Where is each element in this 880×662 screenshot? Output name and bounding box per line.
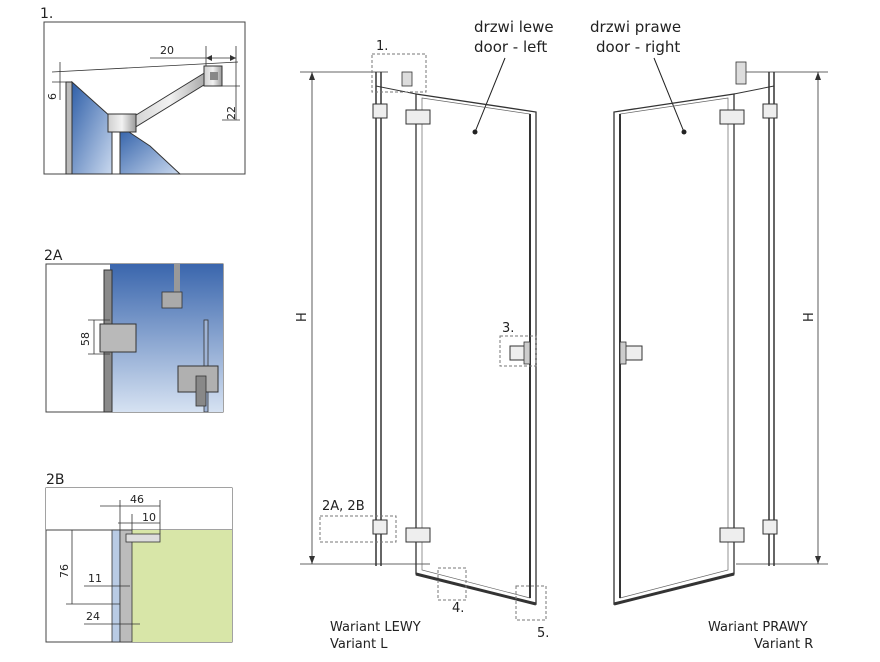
left-door-drawing: drzwi lewe door - left H 1. 2A, xyxy=(295,18,554,652)
hinge xyxy=(762,103,778,119)
callout-2: 2A, 2B xyxy=(322,499,365,514)
callout-box-1 xyxy=(371,53,427,93)
stabilizer-rod xyxy=(174,264,180,298)
stabilizer-clamp xyxy=(161,291,183,309)
dim-10: 10 xyxy=(142,511,156,524)
detail-1-label: 1. xyxy=(40,6,53,22)
hinge xyxy=(405,527,431,543)
left-variant-pl: Wariant LEWY xyxy=(330,620,421,635)
hinge xyxy=(719,527,745,543)
callout-box-2 xyxy=(319,515,397,543)
callout-box-5 xyxy=(515,585,547,621)
hinge-pin xyxy=(195,375,207,407)
glass-panel xyxy=(119,125,182,175)
detail-2a: 2A 58 xyxy=(44,248,224,413)
dim-6: 6 xyxy=(46,93,59,100)
handle-grip xyxy=(523,341,531,365)
hinge xyxy=(405,109,431,125)
dim-24: 24 xyxy=(86,610,100,623)
right-variant-en: Variant R xyxy=(754,637,813,652)
callout-box-3 xyxy=(499,335,537,367)
left-door-title-pl: drzwi lewe xyxy=(474,18,554,36)
height-label: H xyxy=(802,312,817,322)
mount-screw xyxy=(210,72,218,80)
hinge xyxy=(762,519,778,535)
leader-line xyxy=(474,57,506,133)
height-label: H xyxy=(295,312,310,322)
dim-11: 11 xyxy=(88,572,102,585)
dim-76: 76 xyxy=(58,564,71,578)
dim-22: 22 xyxy=(225,106,238,120)
wall-section xyxy=(132,530,232,642)
callout-1: 1. xyxy=(376,39,388,54)
hinge xyxy=(719,109,745,125)
detail-2b-label: 2B xyxy=(46,472,65,488)
left-variant-en: Variant L xyxy=(330,637,388,652)
dim-20: 20 xyxy=(160,44,174,57)
callout-3: 3. xyxy=(502,321,514,336)
hinge-section xyxy=(125,533,161,543)
leader-dot xyxy=(681,129,687,135)
detail-2a-label: 2A xyxy=(44,248,63,264)
detail-1: 1. 20 6 22 xyxy=(40,6,246,175)
dim-46: 46 xyxy=(130,493,144,506)
left-door-title-en: door - left xyxy=(474,38,547,56)
hinge xyxy=(372,519,388,535)
detail-2b: 2B 46 10 76 11 24 xyxy=(45,472,233,643)
dim-58: 58 xyxy=(79,332,92,346)
leader-dot xyxy=(472,129,478,135)
stabilizer-mount xyxy=(735,61,747,85)
right-variant-pl: Wariant PRAWY xyxy=(708,620,808,635)
glass-clamp xyxy=(107,113,137,133)
callout-4: 4. xyxy=(452,601,464,616)
handle-grip xyxy=(619,341,627,365)
callout-5: 5. xyxy=(537,626,549,641)
leader-line xyxy=(653,57,685,133)
stabilizer-mount xyxy=(401,71,413,87)
right-door-drawing: drzwi prawe door - right H Wariant PRAWY xyxy=(590,18,828,652)
right-door-title-en: door - right xyxy=(596,38,680,56)
hinge xyxy=(372,103,388,119)
right-door-title-pl: drzwi prawe xyxy=(590,18,681,36)
glass-edge xyxy=(65,81,73,175)
hinge-plate xyxy=(99,323,137,353)
